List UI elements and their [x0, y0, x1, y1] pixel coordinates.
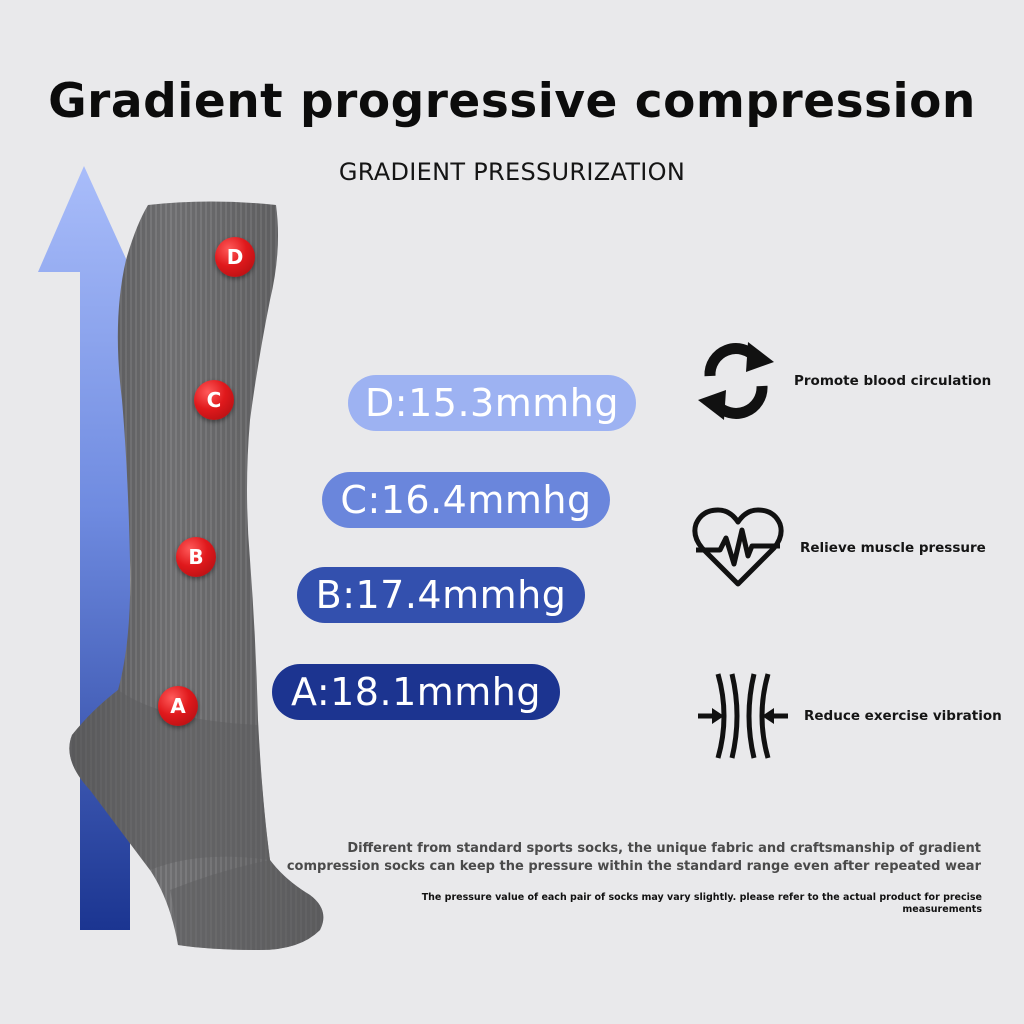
marker-b: B	[176, 537, 216, 577]
pressure-label-d: D:15.3mmhg	[348, 375, 636, 431]
feature-muscle: Relieve muscle pressure	[690, 506, 986, 590]
heart-pulse-icon	[692, 507, 784, 587]
feature-label-circulation: Promote blood circulation	[794, 373, 992, 389]
description-text: Different from standard sports socks, th…	[286, 841, 981, 874]
feature-label-muscle: Relieve muscle pressure	[800, 540, 986, 556]
compression-arrows-icon	[698, 673, 788, 759]
pressure-label-b: B:17.4mmhg	[297, 567, 585, 623]
pressure-label-c: C:16.4mmhg	[322, 472, 610, 528]
feature-circulation: Promote blood circulation	[688, 336, 991, 426]
circulation-arrows-icon	[698, 342, 774, 420]
marker-c: C	[194, 380, 234, 420]
marker-d: D	[215, 237, 255, 277]
marker-a: A	[158, 686, 198, 726]
page-subtitle: GRADIENT PRESSURIZATION	[338, 158, 686, 186]
disclaimer-note: The pressure value of each pair of socks…	[421, 892, 982, 915]
feature-label-vibration: Reduce exercise vibration	[804, 708, 1002, 724]
page-title: Gradient progressive compression	[48, 74, 976, 129]
pressure-label-a: A:18.1mmhg	[272, 664, 560, 720]
feature-vibration: Reduce exercise vibration	[694, 670, 1002, 762]
